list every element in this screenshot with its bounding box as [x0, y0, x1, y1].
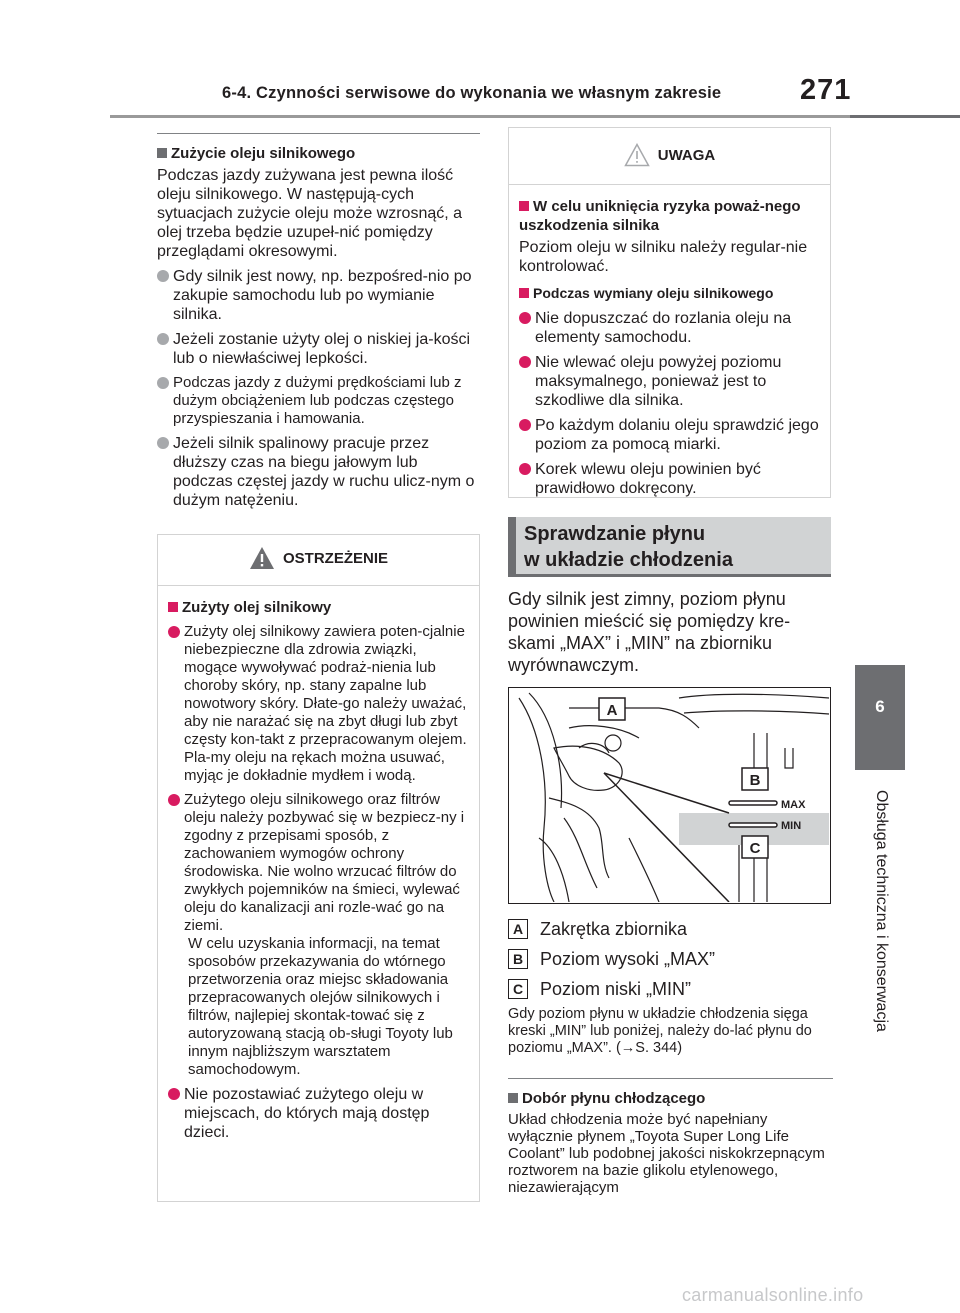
- callout-a: [598, 697, 626, 721]
- caution-paragraph: Poziom oleju w silniku należy regular-ni…: [519, 239, 808, 275]
- caution-heading: W celu uniknięcia ryzyka poważ-nego uszk…: [519, 198, 801, 234]
- caution-title: UWAGA: [519, 136, 820, 174]
- header-rule: [110, 115, 960, 118]
- chapter-number: 6: [875, 697, 885, 716]
- list-item: Nie wlewać oleju powyżej poziomu maksyma…: [519, 353, 820, 410]
- box-divider: [509, 184, 830, 185]
- circle-bullet-icon: [157, 437, 169, 449]
- engine-bay-illustration: MAX MIN A B C: [518, 692, 830, 903]
- callout-c: [741, 835, 769, 859]
- circle-bullet-icon: [157, 377, 169, 389]
- circle-bullet-icon: [157, 333, 169, 345]
- oil-consumption-section: Zużycie oleju silnikowego Podczas jazdy …: [157, 133, 480, 510]
- square-bullet-icon: [168, 602, 178, 612]
- svg-text:A: A: [607, 702, 618, 719]
- circle-bullet-icon: [519, 312, 531, 324]
- legend-key: A: [508, 919, 528, 939]
- caution-box: UWAGA W celu uniknięcia ryzyka poważ-neg…: [508, 127, 831, 498]
- chapter-tab[interactable]: 6: [855, 665, 905, 770]
- list-item: Zużytego oleju silnikowego oraz filtrów …: [168, 791, 469, 935]
- circle-bullet-icon: [519, 419, 531, 431]
- coolant-section-heading: Sprawdzanie płynu w układzie chłodzenia: [508, 517, 831, 577]
- circle-bullet-icon: [168, 794, 180, 806]
- list-item: Gdy silnik jest nowy, np. bezpośred-nio …: [157, 267, 480, 324]
- warning-box: OSTRZEŻENIE Zużyty olej silnikowy Zużyty…: [157, 534, 480, 1202]
- header-rule-accent: [850, 115, 960, 118]
- list-item: Po każdym dolaniu oleju sprawdzić jego p…: [519, 416, 820, 454]
- circle-bullet-icon: [168, 1088, 180, 1100]
- list-item: Jeżeli zostanie użyty olej o niskiej ja-…: [157, 330, 480, 368]
- page-number: 271: [800, 74, 852, 106]
- legend-key: C: [508, 979, 528, 999]
- section-intro: Podczas jazdy zużywana jest pewna ilość …: [157, 167, 463, 260]
- caution-triangle-icon: [623, 143, 650, 167]
- coolant-choice-section: Dobór płynu chłodzącego Układ chłodzenia…: [508, 1078, 833, 1196]
- section-text: Układ chłodzenia może być napełniany wył…: [508, 1111, 825, 1196]
- square-bullet-icon: [508, 1093, 518, 1103]
- square-bullet-icon: [519, 201, 529, 211]
- list-item: Jeżeli silnik spalinowy pracuje przez dł…: [157, 434, 480, 510]
- list-item: Podczas jazdy z dużymi prędkościami lub …: [157, 374, 480, 428]
- chapter-side-label: Obsługa techniczna i konserwacja: [873, 790, 890, 1032]
- leader-line: [603, 772, 730, 903]
- max-label: MAX: [781, 799, 806, 811]
- legend-key: B: [508, 949, 528, 969]
- list-item: Zużyty olej silnikowy zawiera poten-cjal…: [168, 623, 469, 785]
- max-mark: [728, 800, 778, 806]
- running-header-title: 6-4. Czynności serwisowe do wykonania we…: [222, 84, 722, 102]
- section-divider: [508, 1078, 833, 1079]
- section-heading: Zużycie oleju silnikowego: [157, 144, 480, 163]
- list-item: Nie pozostawiać zużytego oleju w miejsca…: [168, 1085, 469, 1142]
- square-bullet-icon: [157, 148, 167, 158]
- warning-title: OSTRZEŻENIE: [168, 543, 469, 573]
- min-label: MIN: [781, 820, 801, 832]
- square-bullet-icon: [519, 288, 529, 298]
- leader-line: [603, 772, 730, 814]
- caution-subheading: Podczas wymiany oleju silnikowego: [519, 284, 820, 303]
- watermark: carmanualsonline.info: [682, 1285, 864, 1305]
- coolant-intro: Gdy silnik jest zimny, poziom płynu powi…: [508, 589, 791, 675]
- circle-bullet-icon: [157, 270, 169, 282]
- warning-heading: Zużyty olej silnikowy: [168, 598, 469, 617]
- list-item-continuation: W celu uzyskania informacji, na temat sp…: [188, 935, 453, 1078]
- coolant-note: Gdy poziom płynu w układzie chłodzenia s…: [508, 1006, 812, 1056]
- coolant-reservoir-figure: MAX MIN A B C: [508, 687, 831, 904]
- svg-text:C: C: [750, 840, 761, 857]
- circle-bullet-icon: [519, 463, 531, 475]
- section-divider: [157, 133, 480, 134]
- min-mark: [728, 822, 778, 828]
- warning-triangle-icon: [249, 547, 274, 569]
- circle-bullet-icon: [519, 356, 531, 368]
- list-item: Nie dopuszczać do rozlania oleju na elem…: [519, 309, 820, 347]
- section-heading: Dobór płynu chłodzącego: [508, 1089, 833, 1108]
- box-divider: [158, 585, 479, 586]
- list-item: Korek wlewu oleju powinien być prawidłow…: [519, 460, 820, 498]
- circle-bullet-icon: [168, 626, 180, 638]
- svg-text:B: B: [750, 772, 761, 789]
- callout-b: [741, 767, 769, 791]
